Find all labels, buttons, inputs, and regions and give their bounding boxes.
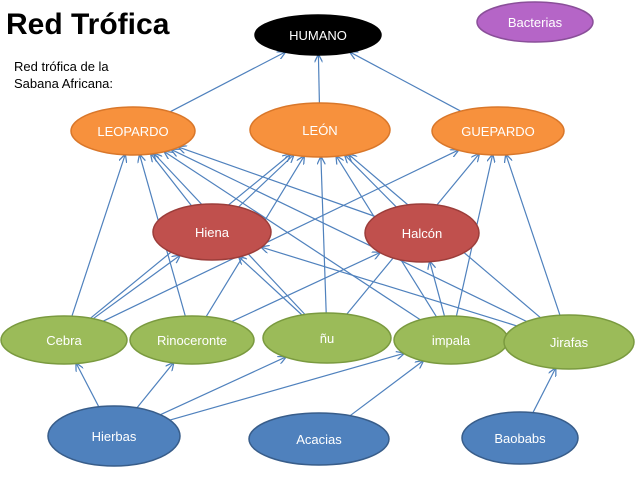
edge-impala-to-halcon (430, 262, 446, 317)
edge-halcon-to-leon (345, 155, 397, 208)
edge-hiena-to-leon (238, 155, 294, 208)
node-shape-baobabs (461, 411, 579, 465)
node-cebra: Cebra (0, 315, 128, 365)
node-leon: LEÓN (249, 102, 391, 158)
node-label-humano: HUMANO (289, 28, 347, 43)
edge-jirafas-to-hiena (262, 247, 517, 327)
node-label-jirafas: Jirafas (550, 335, 589, 350)
edge-rinoceronte-to-halcon (231, 253, 380, 323)
node-label-rinoceronte: Rinoceronte (157, 333, 227, 348)
edge-cebra-to-hiena (92, 256, 180, 320)
node-shape-leopardo (70, 106, 196, 156)
node-rinoceronte: Rinoceronte (129, 315, 255, 365)
edge-hierbas-to-rinoceronte (136, 363, 174, 409)
node-shape-acacias (248, 412, 390, 466)
edge-hiena-to-leopardo (151, 154, 192, 207)
node-guepardo: GUEPARDO (431, 106, 565, 156)
node-label-nu: ñu (320, 331, 334, 346)
edge-guepardo-to-humano (350, 52, 462, 112)
edge-baobabs-to-jirafas (532, 368, 556, 413)
node-hiena: Hiena (152, 203, 272, 261)
node-label-hierbas: Hierbas (92, 429, 137, 444)
node-leopardo: LEOPARDO (70, 106, 196, 156)
node-label-baobabs: Baobabs (494, 431, 546, 446)
edge-jirafas-to-leopardo (172, 150, 527, 323)
node-shape-jirafas (503, 314, 635, 370)
edge-jirafas-to-guepardo (506, 155, 561, 316)
node-label-acacias: Acacias (296, 432, 342, 447)
node-halcon: Halcón (364, 203, 480, 263)
node-label-halcon: Halcón (402, 226, 442, 241)
node-shape-hierbas (47, 405, 181, 467)
edge-halcon-to-leopardo (179, 147, 376, 218)
edge-hierbas-to-nu (160, 357, 285, 416)
node-label-leon: LEÓN (302, 123, 337, 138)
edge-nu-to-hiena (239, 257, 303, 316)
node-jirafas: Jirafas (503, 314, 635, 370)
node-shape-humano (254, 14, 382, 56)
node-humano: HUMANO (254, 14, 382, 56)
node-shape-hiena (152, 203, 272, 261)
node-shape-guepardo (431, 106, 565, 156)
node-nu: ñu (262, 312, 392, 364)
node-label-guepardo: GUEPARDO (461, 124, 534, 139)
node-baobabs: Baobabs (461, 411, 579, 465)
node-label-leopardo: LEOPARDO (97, 124, 168, 139)
edge-cebra-to-guepardo (102, 150, 458, 322)
edge-hierbas-to-impala (169, 353, 404, 421)
diagram-subtitle: Red trófica de la Sabana Africana: (14, 59, 114, 91)
node-label-hiena: Hiena (195, 225, 230, 240)
node-label-bacterias: Bacterias (508, 15, 563, 30)
edge-leopardo-to-humano (169, 52, 285, 113)
edge-acacias-to-impala (349, 361, 423, 417)
edge-nu-to-leon (321, 157, 327, 314)
edge-impala-to-leopardo (165, 152, 421, 321)
node-shape-cebra (0, 315, 128, 365)
node-acacias: Acacias (248, 412, 390, 466)
node-shape-rinoceronte (129, 315, 255, 365)
edge-hierbas-to-cebra (76, 364, 100, 408)
node-impala: impala (393, 315, 509, 365)
edge-cebra-to-leopardo (71, 155, 125, 317)
node-shape-nu (262, 312, 392, 364)
edge-leon-to-humano (318, 55, 319, 104)
node-shape-leon (249, 102, 391, 158)
node-label-impala: impala (432, 333, 471, 348)
node-bacterias: Bacterias (476, 1, 594, 43)
node-shape-halcon (364, 203, 480, 263)
node-label-cebra: Cebra (46, 333, 82, 348)
node-shape-bacterias (476, 1, 594, 43)
page-title: Red Trófica (6, 8, 170, 41)
node-hierbas: Hierbas (47, 405, 181, 467)
